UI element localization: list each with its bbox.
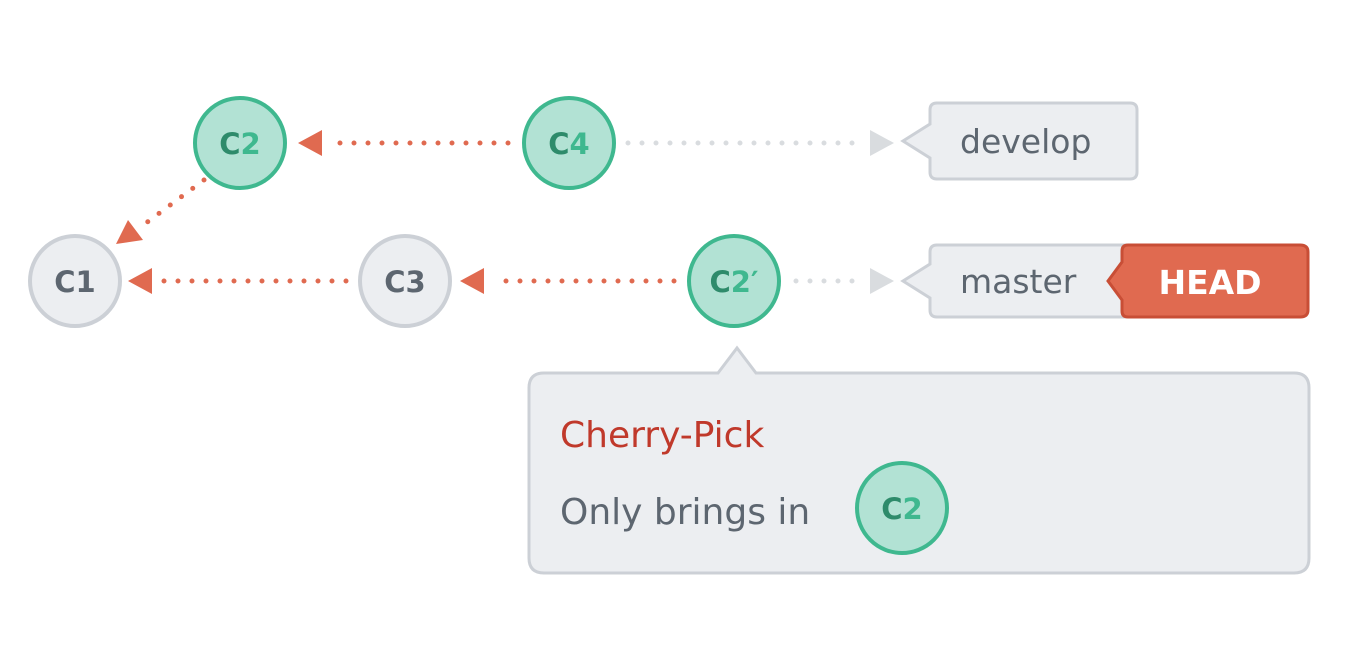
arrowhead-master-to-c2prime <box>870 268 894 294</box>
callout-c2-prefix: C <box>881 492 902 526</box>
branch-develop-text: develop <box>960 122 1091 161</box>
commit-c2-prime: C2′ <box>687 234 781 328</box>
head-badge-text: HEAD <box>1158 263 1261 302</box>
svg-text:C1: C1 <box>54 265 95 299</box>
svg-text:C3: C3 <box>384 265 425 299</box>
commit-c1-prefix: C <box>54 265 75 299</box>
branch-master-text: master <box>960 262 1077 301</box>
svg-text:C2′: C2′ <box>709 265 758 299</box>
arrowhead-c2prime-to-c3 <box>460 268 484 294</box>
commit-c2-prefix: C <box>219 127 240 161</box>
callout-commit-c2: C2 <box>855 461 949 555</box>
commit-c1-suffix: 1 <box>76 265 96 299</box>
commit-c1: C1 <box>28 234 122 328</box>
commit-c2: C2 <box>193 96 287 190</box>
callout-body: Only brings in <box>560 492 810 533</box>
commit-c4: C4 <box>522 96 616 190</box>
arrowhead-c3-to-c1 <box>128 268 152 294</box>
svg-text:C2: C2 <box>881 492 922 526</box>
arrowhead-develop-to-c4 <box>870 130 894 156</box>
commit-c4-prefix: C <box>548 127 569 161</box>
cherry-pick-callout: Cherry-Pick Only brings in C2 <box>527 345 1311 575</box>
commit-c2-prime-prefix: C <box>709 265 730 299</box>
arrowhead-c4-to-c2 <box>298 130 322 156</box>
callout-title: Cherry-Pick <box>560 415 764 456</box>
svg-text:C4: C4 <box>548 127 589 161</box>
commit-c2-prime-suffix: 2′ <box>731 265 759 299</box>
head-badge: HEAD <box>1106 243 1310 319</box>
connectors <box>116 130 894 294</box>
branch-label-master: master <box>900 243 1132 319</box>
arrowhead-c2-to-c1 <box>116 220 143 244</box>
svg-text:C2: C2 <box>219 127 260 161</box>
connector-c2-to-c1 <box>139 177 207 229</box>
branch-label-develop: develop <box>900 101 1139 181</box>
commit-c4-suffix: 4 <box>570 127 590 161</box>
commit-c3-suffix: 3 <box>406 265 426 299</box>
commit-c2-suffix: 2 <box>241 127 261 161</box>
commit-c3-prefix: C <box>384 265 405 299</box>
commit-c3: C3 <box>358 234 452 328</box>
callout-c2-suffix: 2 <box>903 492 923 526</box>
